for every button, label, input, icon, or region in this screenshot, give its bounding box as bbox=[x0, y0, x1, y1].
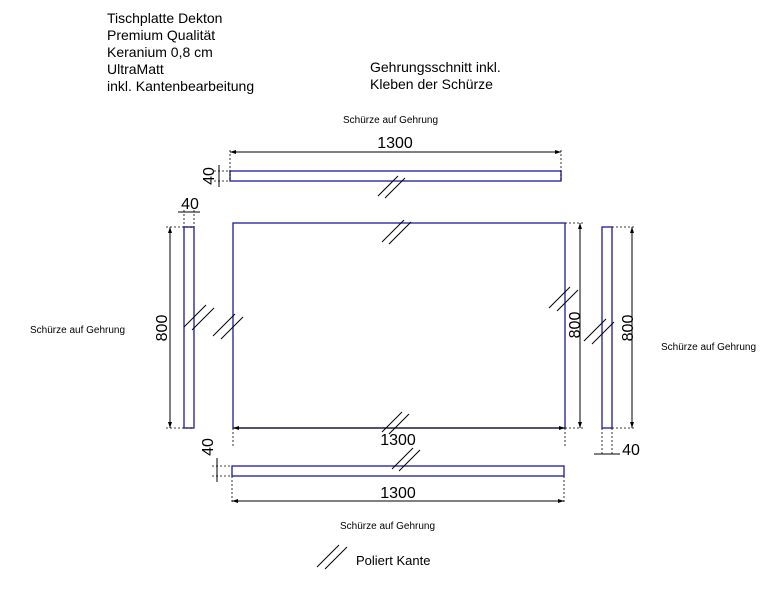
polished-edge-marker bbox=[381, 219, 412, 245]
polished-edge-marker bbox=[391, 447, 421, 472]
left-apron-panel bbox=[183, 226, 195, 429]
note-block: Gehrungsschnitt inkl. Kleben der Schürze bbox=[370, 59, 501, 92]
polished-edge-marker bbox=[377, 175, 406, 199]
right-apron: 800 40 bbox=[583, 226, 640, 459]
dim-main-width: 1300 bbox=[380, 432, 416, 449]
spec-line: UltraMatt bbox=[107, 61, 164, 77]
label-top-apron: Schürze auf Gehrung bbox=[343, 115, 438, 126]
dim-main-height: 800 bbox=[567, 312, 584, 339]
polished-edge-marker bbox=[583, 318, 615, 345]
bottom-apron: 40 1300 bbox=[200, 438, 565, 504]
dim-left-width: 40 bbox=[181, 196, 199, 213]
polished-edge-legend-icon bbox=[316, 544, 348, 570]
dim-top-height: 40 bbox=[201, 167, 218, 185]
right-apron-panel bbox=[601, 226, 613, 429]
main-panel: 1300 800 bbox=[212, 219, 584, 449]
top-apron-panel bbox=[229, 170, 562, 182]
spec-line: Premium Qualität bbox=[107, 27, 215, 43]
polished-edge-marker bbox=[381, 411, 410, 435]
label-left-apron: Schürze auf Gehrung bbox=[30, 325, 125, 336]
dim-right-width: 40 bbox=[622, 442, 640, 459]
dim-top-length: 1300 bbox=[377, 135, 413, 152]
note-line: Kleben der Schürze bbox=[370, 76, 493, 92]
dim-bottom-length: 1300 bbox=[380, 485, 416, 502]
polished-edge-marker bbox=[183, 304, 215, 331]
dim-bottom-height: 40 bbox=[200, 438, 217, 456]
polished-edge-marker bbox=[548, 286, 579, 312]
spec-line: Keranium 0,8 cm bbox=[107, 44, 213, 60]
dim-right-length: 800 bbox=[620, 315, 637, 342]
left-apron: 800 40 bbox=[154, 196, 215, 429]
spec-line: inkl. Kantenbearbeitung bbox=[107, 78, 254, 94]
table-top-panel bbox=[232, 222, 566, 429]
note-line: Gehrungsschnitt inkl. bbox=[370, 59, 501, 75]
legend: Poliert Kante bbox=[316, 544, 430, 570]
legend-label: Poliert Kante bbox=[356, 553, 430, 568]
spec-line: Tischplatte Dekton bbox=[107, 10, 222, 26]
top-apron: 1300 40 bbox=[201, 135, 562, 199]
label-bottom-apron: Schürze auf Gehrung bbox=[340, 521, 435, 532]
label-right-apron: Schürze auf Gehrung bbox=[661, 342, 756, 353]
bottom-apron-panel bbox=[231, 465, 565, 477]
polished-edge-marker bbox=[212, 313, 244, 340]
dim-left-length: 800 bbox=[154, 315, 171, 342]
spec-block: Tischplatte Dekton Premium Qualität Kera… bbox=[107, 10, 254, 94]
